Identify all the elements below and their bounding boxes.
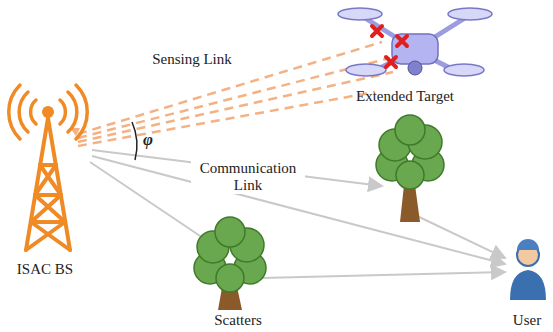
scatter-tree <box>194 217 266 310</box>
station-label: ISAC BS <box>17 261 73 278</box>
communication-links <box>90 150 505 278</box>
scatter-tree <box>376 115 444 222</box>
drone-target <box>338 8 492 76</box>
base-station-tower <box>9 85 88 250</box>
angle-symbol: φ <box>143 131 153 148</box>
link-label: Communication Link <box>191 160 305 194</box>
target-label: Extended Target <box>356 88 454 105</box>
angle-arc <box>132 122 137 160</box>
sensing-links <box>78 42 393 146</box>
user-label: User <box>513 312 541 329</box>
scatter-label: Scatters <box>214 312 261 329</box>
user-icon <box>510 239 546 300</box>
link-label: Sensing Link <box>152 51 232 68</box>
